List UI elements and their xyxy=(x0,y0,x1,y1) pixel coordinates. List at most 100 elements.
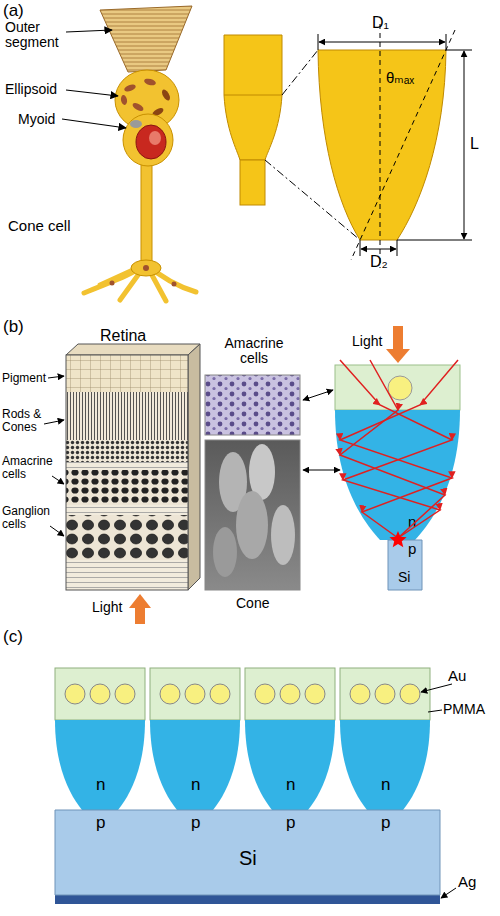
shape-outline xyxy=(150,720,240,810)
gold-nanoparticle xyxy=(280,684,300,704)
cone-waveguide: n xyxy=(245,720,335,810)
tapered-cone xyxy=(245,720,335,810)
tapered-cone xyxy=(340,720,430,810)
text-label: Amacrine cells xyxy=(2,455,58,481)
dimension-arrow xyxy=(361,249,396,250)
axon-drawing xyxy=(141,155,152,267)
cone-waveguide: n xyxy=(55,720,145,810)
text-label: (c) xyxy=(3,628,23,647)
gold-nanoparticle xyxy=(255,684,275,704)
text-label: Myoid xyxy=(18,112,55,127)
rods-cones-layer xyxy=(66,392,188,440)
mitochondrion xyxy=(143,78,156,87)
pmma-layer xyxy=(335,365,460,410)
retina-outline xyxy=(66,355,188,590)
dimension-arrow xyxy=(464,51,465,239)
tapered-cone xyxy=(335,410,460,540)
retina-side-face xyxy=(188,344,200,590)
node-text: p xyxy=(408,541,416,556)
shape-outline xyxy=(340,720,430,810)
light-arrow-shaft xyxy=(135,607,145,624)
light-arrow-shaft xyxy=(393,326,403,350)
cone-model-base xyxy=(240,160,265,205)
cone-micrograph xyxy=(205,440,300,590)
node-text: n xyxy=(408,514,416,529)
cone-waveguide: n xyxy=(340,720,430,810)
gold-nanoparticle xyxy=(388,376,412,400)
node-text: p xyxy=(191,814,200,831)
nuclear-layer xyxy=(66,440,188,462)
shape-outline xyxy=(55,720,145,810)
cone-image xyxy=(213,527,237,577)
gold-nanoparticle xyxy=(160,684,180,704)
text-label: Outer segment xyxy=(5,20,67,51)
rect-block xyxy=(55,810,440,895)
terminal-dot xyxy=(143,265,149,271)
silver-back-contact xyxy=(55,895,440,904)
text-label: Rods & Cones xyxy=(2,408,52,434)
cone-image xyxy=(236,491,268,559)
gold-nanoparticle xyxy=(210,684,230,704)
node-text: p xyxy=(286,814,295,831)
gold-nanoparticle xyxy=(375,684,395,704)
node-text: n xyxy=(96,776,105,793)
text-label: L xyxy=(470,135,479,153)
dimension-tick xyxy=(360,240,361,256)
gold-nanoparticle xyxy=(115,684,135,704)
cone-model xyxy=(224,35,282,160)
pigment-layer xyxy=(66,355,188,392)
segment-boundary xyxy=(224,95,282,96)
text-label: Retina xyxy=(100,327,146,345)
taper-model xyxy=(318,50,446,240)
correspondence-arrow xyxy=(303,390,333,400)
retina-top-face xyxy=(66,344,200,355)
text-label: Au xyxy=(448,668,466,685)
text-label: Amacrine cells xyxy=(212,336,296,367)
amacrine-micrograph xyxy=(205,375,300,435)
light-arrow-head xyxy=(386,349,410,363)
text-label: D₂ xyxy=(370,253,388,271)
cone-waveguide: n xyxy=(335,410,460,540)
nucleolus-drawing xyxy=(149,131,161,145)
dimension-tick xyxy=(446,50,472,51)
text-label: Light xyxy=(352,334,382,349)
gold-nanoparticle xyxy=(305,684,325,704)
node-text: n xyxy=(286,776,295,793)
plexiform-layer xyxy=(66,505,188,515)
text-label: Cone xyxy=(236,596,269,611)
mitochondrion xyxy=(120,95,128,106)
outer-segment-drawing xyxy=(100,6,192,72)
ganglion-layer xyxy=(66,515,188,560)
node-text: p xyxy=(381,814,390,831)
pointer-arrow xyxy=(421,684,452,692)
organelle-drawing xyxy=(130,120,142,128)
pmma-layer xyxy=(150,668,240,720)
nucleus-drawing xyxy=(136,125,166,159)
light-ray xyxy=(340,360,452,538)
light-ray xyxy=(340,360,445,538)
mitochondrion xyxy=(123,83,136,93)
dimension-tick xyxy=(397,240,472,241)
silicon-substrate: ppppSi xyxy=(55,810,440,895)
text-label: Pigment xyxy=(2,372,46,385)
shape-outline xyxy=(335,410,460,540)
node-text: Si xyxy=(239,848,257,868)
pointer-arrow xyxy=(62,119,126,128)
light-ray xyxy=(340,360,458,538)
fibre-layer xyxy=(66,560,188,590)
text-label: (b) xyxy=(3,318,24,337)
pointer-arrow xyxy=(66,30,112,32)
dimension-tick xyxy=(318,34,319,50)
gold-nanoparticle xyxy=(400,684,420,704)
gold-nanoparticle xyxy=(65,684,85,704)
cone-image xyxy=(271,505,295,565)
text-label: D₁ xyxy=(372,14,389,32)
text-label: Ag xyxy=(458,874,476,891)
dimension-tick xyxy=(397,240,398,256)
pointer-arrow xyxy=(66,90,118,96)
myoid-drawing xyxy=(123,114,173,166)
gold-nanoparticle xyxy=(350,684,370,704)
node-text: n xyxy=(191,776,200,793)
